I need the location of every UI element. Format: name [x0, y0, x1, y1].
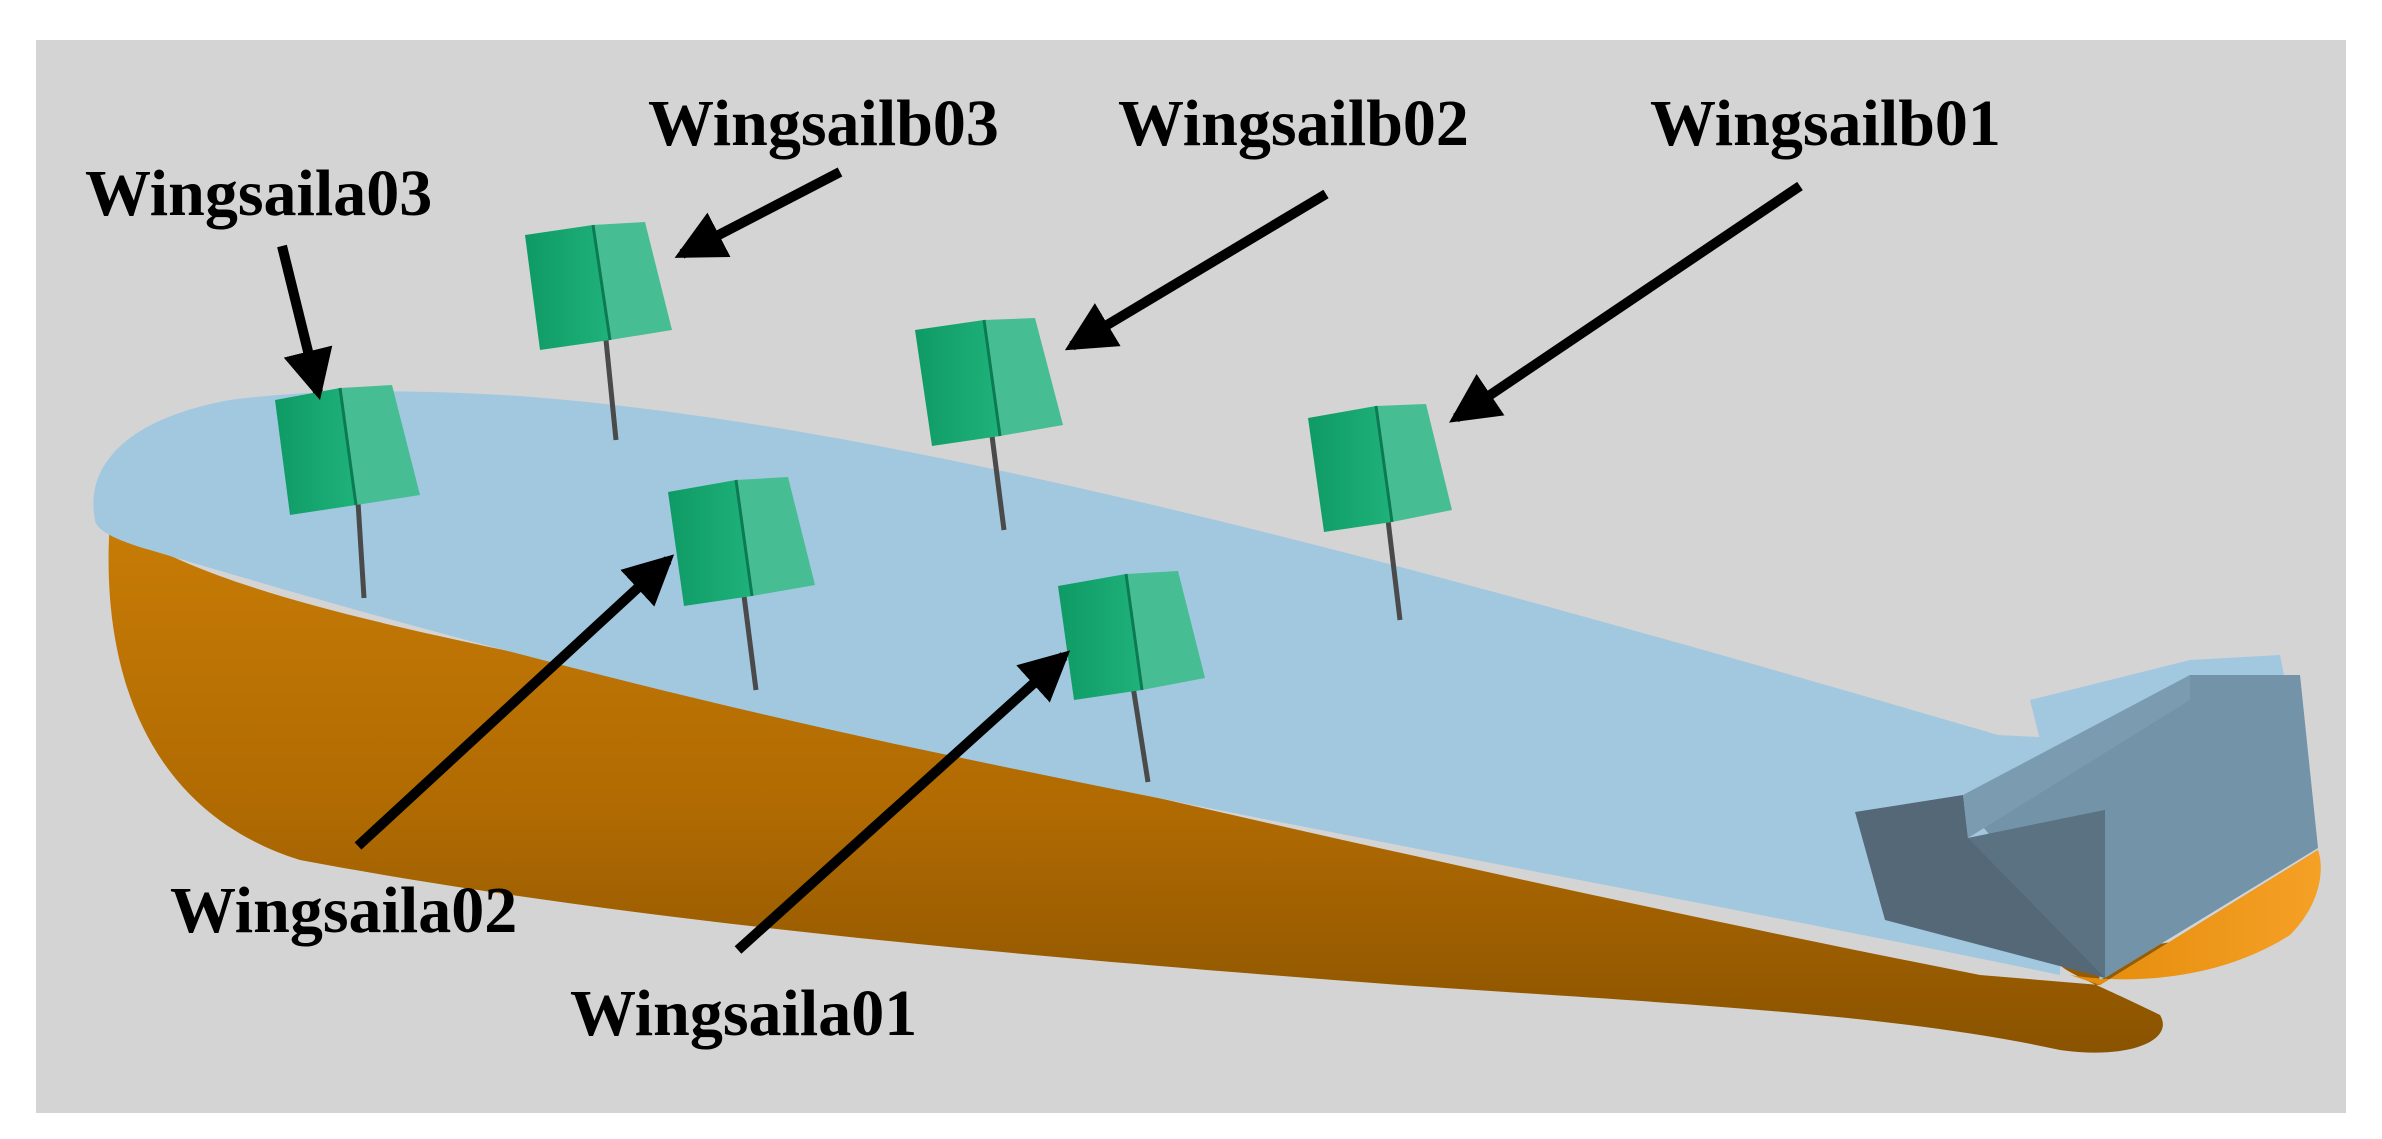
label-wingsailb03: Wingsailb03	[648, 87, 999, 160]
arrow-a03	[277, 244, 333, 401]
wingsail-b02	[915, 318, 1063, 531]
label-wingsaila02: Wingsaila02	[170, 874, 517, 947]
wingsail-a03	[275, 385, 420, 599]
wingsail-b03	[525, 222, 672, 441]
arrow-b02	[1064, 189, 1329, 351]
ship-superstructure	[1855, 655, 2318, 980]
ship-bow	[2070, 850, 2321, 985]
wingsail-a02	[668, 477, 815, 691]
label-wingsaila03: Wingsaila03	[85, 157, 432, 230]
ship-hull	[108, 520, 2319, 1053]
arrow-b03	[674, 167, 843, 259]
wingsail-a01	[1058, 571, 1205, 783]
wingsail-b01	[1308, 404, 1452, 621]
label-wingsailb01: Wingsailb01	[1650, 87, 2001, 160]
arrow-a01	[734, 650, 1071, 954]
label-wingsailb02: Wingsailb02	[1118, 87, 1469, 160]
arrows	[277, 167, 1803, 954]
arrow-a02	[354, 554, 675, 850]
arrow-b01	[1449, 181, 1803, 423]
label-wingsaila01: Wingsaila01	[570, 977, 917, 1050]
